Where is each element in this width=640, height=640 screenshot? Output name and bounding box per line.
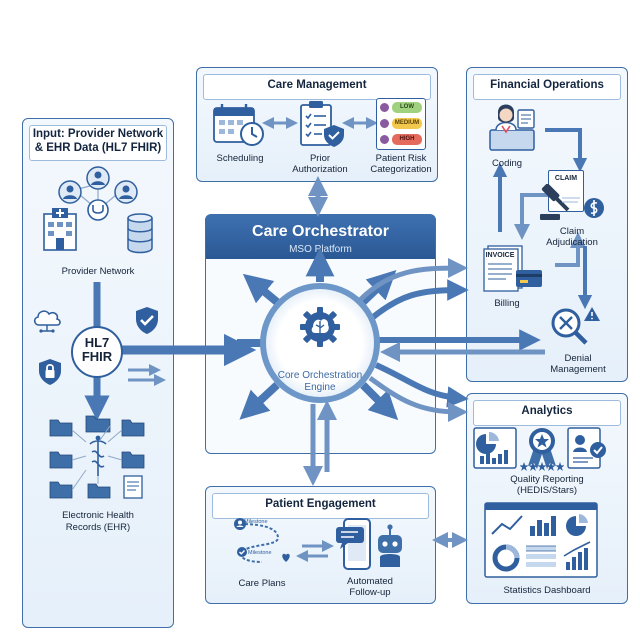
billing-label: Billing [494,298,520,309]
ehr-label-line2: Records (EHR) [65,522,131,533]
quality-label-line2: (HEDIS/Stars) [516,485,578,496]
denial-label-line1: Denial [564,353,592,364]
risk-level-low: LOW [380,102,422,114]
risk-level-high: HIGH [380,134,422,146]
patient-engagement-title: Patient Engagement [265,498,376,510]
denial-magnifier-icon [551,307,600,345]
risk-medium-pill: MEDIUM [392,118,422,129]
milestone-1-label: Milestone [244,519,268,525]
person-icon [380,103,389,112]
lock-shield-icon [39,359,61,385]
engine-label-line1: Core Orchestration [277,370,363,381]
ehr-folders-icon [49,415,145,499]
quality-label-line1: Quality Reporting [510,474,584,485]
ehr-label-line1: Electronic Health [62,510,134,521]
invoice-tag: INVOICE [485,252,515,259]
care-plan-path-icon [234,518,290,563]
person-icon [380,119,389,128]
calendar-clock-icon [213,104,264,146]
input-title-line1: Input: Provider Network [32,128,164,140]
brain-gear-icon [300,307,340,347]
care-management-title: Care Management [267,79,367,91]
provider-network-icon [43,166,153,254]
clipboard-shield-icon [300,101,344,147]
orchestrator-title: Care Orchestrator [252,223,389,240]
analytics-title: Analytics [521,405,573,417]
risk-low-pill: LOW [392,102,422,113]
risk-label-line2: Categorization [370,164,432,175]
prior-auth-label-line1: Prior [309,153,331,164]
badge-check-icon [567,427,606,469]
award-ribbon-icon [528,428,556,469]
input-title-bar [29,125,167,161]
dashboard-label: Statistics Dashboard [503,585,591,596]
hl7-label-line1: HL7 [84,335,110,350]
provider-network-label: Provider Network [61,266,135,277]
analytics-title-bar [473,400,621,426]
risk-level-medium: MEDIUM [380,118,422,130]
care-plans-label: Care Plans [238,578,286,589]
followup-label-line2: Follow-up [349,587,391,598]
gavel-coin-icon [540,184,604,220]
invoice-card-icon [483,245,542,292]
phone-chatbot-icon [336,518,402,570]
milestone-2-label: Milestone [248,550,272,556]
prior-auth-label-line2: Authorization [292,164,348,175]
cloud-icon [33,310,61,333]
coder-doctor-icon [489,104,535,151]
stars-rating-icon [520,462,564,471]
denial-label-line2: Management [550,364,606,375]
hl7-fhir-badge [71,326,123,378]
followup-label-line1: Automated [347,576,393,587]
statistics-dashboard-icon [484,502,598,578]
risk-label-line1: Patient Risk [375,153,427,164]
person-icon [380,135,389,144]
chart-report-icon [473,427,517,469]
scheduling-label: Scheduling [216,153,264,164]
financial-title: Financial Operations [490,79,604,91]
input-title-line2: & EHR Data (HL7 FHIR) [34,142,162,154]
patient-engagement-title-bar [212,493,429,519]
hl7-label-line2: FHIR [81,349,113,364]
shield-check-icon [136,307,158,334]
claim-tag: CLAIM [554,175,578,182]
coding-label: Coding [491,158,523,169]
claim-label-line2: Adjudication [546,237,598,248]
financial-title-bar [473,74,621,100]
care-management-title-bar [203,74,431,100]
orchestrator-subtitle: MSO Platform [289,244,352,255]
engine-label-line2: Engine [304,382,336,393]
claim-label-line1: Claim [559,226,585,237]
risk-high-pill: HIGH [392,134,422,145]
